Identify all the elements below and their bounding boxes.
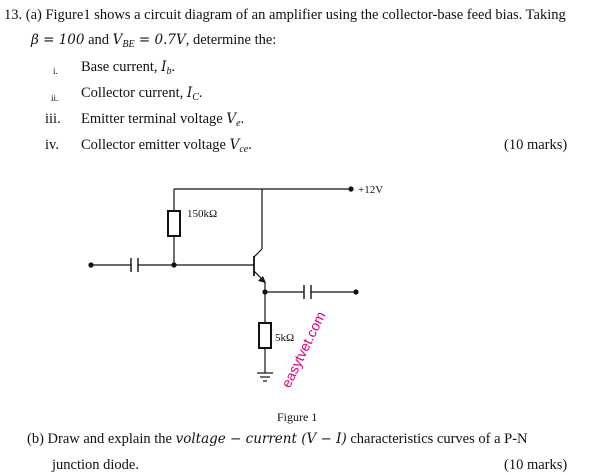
item-text-iv: Collector emitter voltage Vce. bbox=[81, 136, 252, 159]
item-sub: C bbox=[192, 92, 199, 103]
part-b-line1: (b) Draw and explain the voltage − curre… bbox=[27, 430, 528, 448]
supply-voltage-label: +12V bbox=[358, 184, 384, 196]
given-tail: , determine the: bbox=[185, 32, 277, 48]
base-junction bbox=[171, 262, 177, 268]
part-b-post: characteristics curves of a P-N bbox=[346, 431, 528, 447]
item-label: Base current, bbox=[81, 59, 162, 75]
item-end: . bbox=[248, 137, 252, 153]
re-value-label: 5kΩ bbox=[275, 332, 295, 344]
marks-part-b: (10 marks) bbox=[504, 457, 568, 473]
item-var: V bbox=[229, 137, 240, 153]
item-number-i: i. bbox=[53, 66, 58, 76]
question-given: β = 100 and VBE = 0.7V, determine the: bbox=[31, 31, 276, 54]
item-end: . bbox=[198, 85, 203, 101]
item-text-i: Base current, Ib. bbox=[81, 58, 175, 81]
item-number-iii: iii. bbox=[45, 111, 61, 127]
item-end: . bbox=[240, 111, 245, 127]
resistor-150k bbox=[167, 210, 181, 237]
item-end: . bbox=[171, 59, 176, 75]
vbe-symbol: V bbox=[112, 32, 123, 48]
marks-part-a: (10 marks) bbox=[504, 137, 568, 153]
item-sub: b bbox=[166, 66, 172, 77]
item-label: Emitter terminal voltage bbox=[81, 111, 227, 127]
input-terminal bbox=[88, 262, 94, 268]
part-b-pre: (b) Draw and explain the bbox=[27, 431, 176, 447]
item-var: I bbox=[186, 85, 193, 101]
vbe-subscript: BE bbox=[122, 39, 135, 50]
resistor-5k bbox=[258, 322, 272, 349]
item-number-iv: iv. bbox=[45, 137, 59, 153]
given-and: and bbox=[84, 32, 113, 48]
item-number-ii: ii. bbox=[51, 93, 59, 103]
emitter-junction bbox=[262, 289, 268, 295]
item-var: I bbox=[161, 59, 167, 75]
beta-value: β = 100 bbox=[31, 32, 85, 48]
item-var: V bbox=[226, 111, 237, 127]
item-text-ii: Collector current, IC. bbox=[81, 84, 203, 107]
rb-value-label: 150kΩ bbox=[187, 208, 218, 220]
output-terminal bbox=[353, 289, 359, 295]
vbe-value: = 0.7V bbox=[134, 32, 186, 48]
supply-terminal bbox=[348, 186, 354, 192]
figure-caption: Figure 1 bbox=[277, 410, 318, 424]
question-intro: 13. (a) Figure1 shows a circuit diagram … bbox=[4, 7, 566, 23]
item-label: Collector current, bbox=[81, 85, 187, 101]
item-label: Collector emitter voltage bbox=[81, 137, 230, 153]
item-sub: ce bbox=[239, 144, 249, 155]
collector-branch bbox=[253, 248, 263, 258]
item-sub: e bbox=[236, 118, 241, 129]
part-b-line2: junction diode. bbox=[52, 457, 139, 473]
emitter-arrow bbox=[258, 276, 266, 283]
item-text-iii: Emitter terminal voltage Ve. bbox=[81, 110, 244, 133]
part-b-math: voltage − current (V − I) bbox=[175, 431, 347, 447]
